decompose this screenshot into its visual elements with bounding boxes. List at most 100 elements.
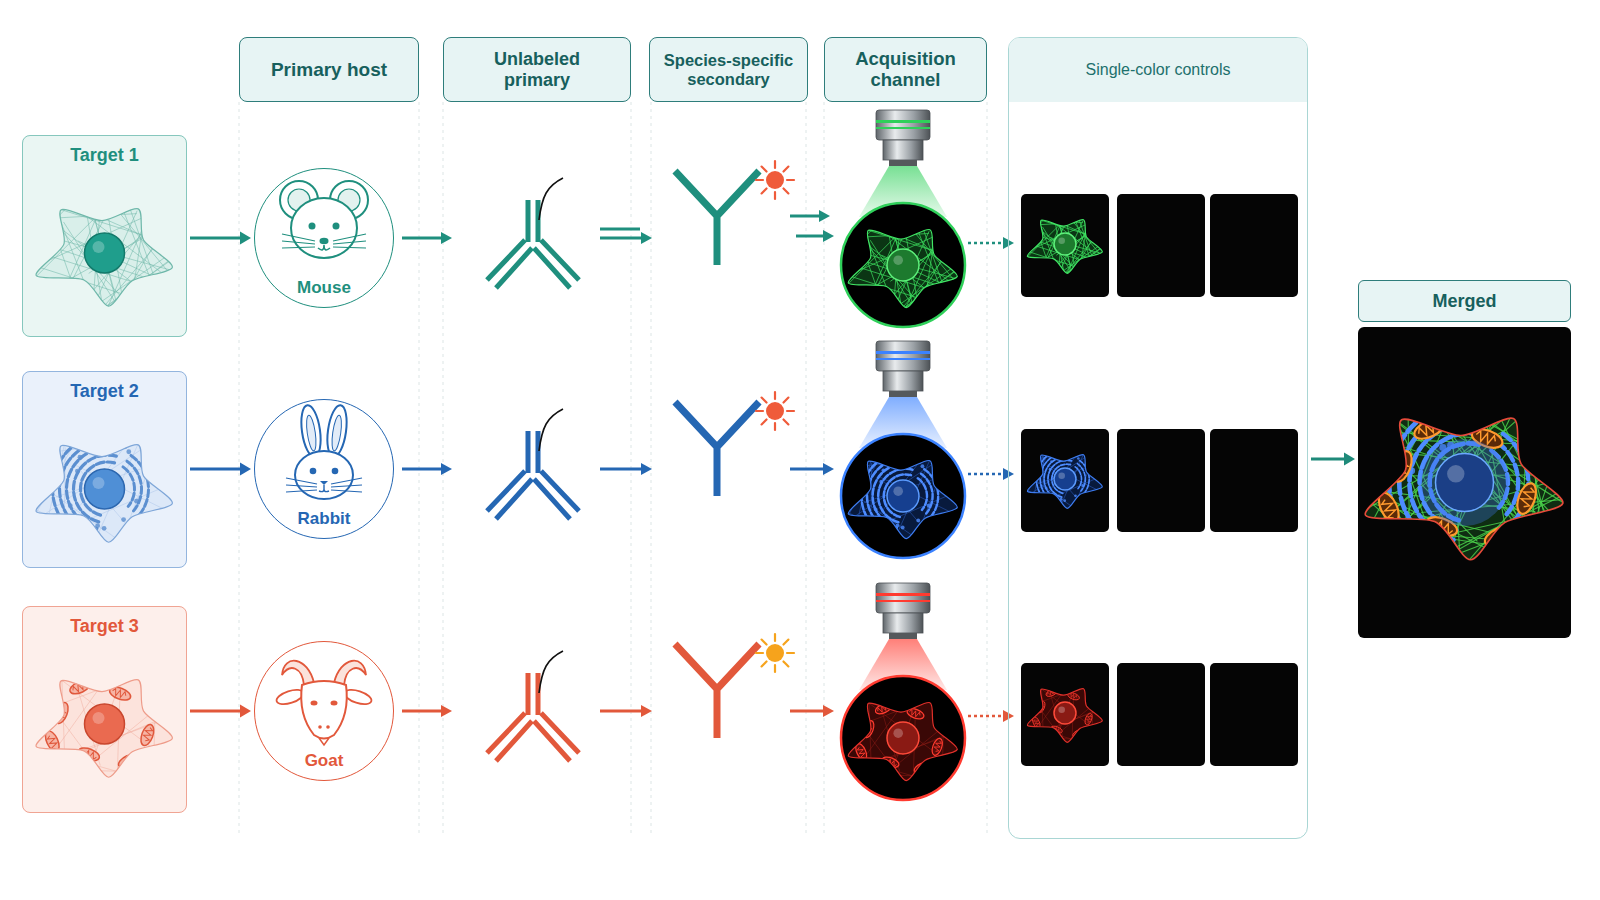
target-cell-illustration (121, 517, 126, 522)
secondary-antibody (675, 634, 794, 738)
control-thumbnail (1054, 233, 1076, 255)
microscope-objective (889, 633, 917, 639)
control-thumbnail (1075, 194, 1109, 275)
arrowhead (240, 232, 251, 245)
control-thumbnail (1021, 194, 1109, 297)
animal-icon (286, 485, 317, 487)
control-thumbnail (1021, 429, 1109, 532)
target-cell-illustration (36, 680, 172, 778)
control-thumbnail (1045, 687, 1059, 698)
target-cell-illustration (36, 680, 172, 778)
connector-line (190, 467, 241, 470)
target-cell-illustration (62, 211, 137, 375)
channel-image (848, 702, 957, 780)
flow-arrow (402, 468, 443, 471)
microscope-objective (876, 593, 930, 596)
target-cell-illustration (127, 155, 154, 333)
control-thumbnail (1081, 484, 1084, 487)
control-thumbnail (1063, 499, 1066, 502)
flow-arrow (600, 710, 643, 713)
target-cell-illustration (85, 233, 125, 273)
column-header: Unlabeled primary (443, 37, 631, 102)
microscope-objective (876, 341, 930, 371)
target-cell-illustration (0, 119, 241, 382)
control-thumbnail (1045, 687, 1059, 698)
channel-image (940, 717, 950, 730)
channel-image (841, 203, 965, 327)
channel-image (809, 405, 1006, 606)
target-label: Target 3 (70, 616, 139, 636)
target-cell-illustration (138, 723, 156, 747)
channel-image (847, 184, 949, 286)
channel-image (818, 733, 951, 789)
secondary-antibody (756, 179, 763, 181)
channel-image (906, 707, 926, 721)
secondary-antibody (783, 640, 788, 645)
target-cell-illustration (6, 436, 185, 458)
target-cell-illustration (78, 455, 83, 460)
channel-image (817, 248, 943, 319)
channel-image (874, 507, 878, 511)
microscope-objective (859, 110, 947, 217)
animal-icon (330, 415, 343, 452)
animal-icon (280, 181, 368, 258)
target-cell-illustration (20, 649, 164, 757)
target-cell-illustration (36, 445, 172, 543)
target-cell-illustration (68, 677, 93, 696)
flow-arrow (402, 237, 443, 240)
control-thumbnail (1070, 453, 1073, 456)
channel-image (879, 480, 883, 484)
control-thumbnail (1027, 738, 1109, 740)
control-thumbnail (1021, 429, 1109, 532)
arrow-connector (190, 705, 251, 718)
animal-icon (332, 468, 339, 475)
merged-image (1534, 450, 1541, 457)
secondary-antibody (774, 634, 776, 641)
arrow-connector (190, 232, 251, 245)
channel-image (862, 719, 876, 739)
flow-arrow (796, 235, 825, 238)
microscope-objective (889, 391, 917, 397)
control-thumbnail (1021, 450, 1109, 462)
host-label: Goat (305, 751, 344, 770)
animal-icon (326, 725, 330, 729)
target-cell-illustration (43, 729, 62, 754)
channel-image (862, 719, 876, 739)
control-thumbnail (1088, 697, 1099, 711)
flow-arrow (823, 230, 834, 242)
channel-image (878, 476, 1007, 540)
primary-antibody (487, 651, 579, 761)
channel-image (848, 229, 957, 307)
target-cell-illustration (0, 376, 234, 628)
control-thumbnail (1021, 429, 1109, 532)
target-cell-illustration (24, 144, 83, 314)
target-cell-illustration (150, 698, 162, 714)
column-title: Unlabeled primary (462, 49, 612, 89)
merged-image (1266, 282, 1600, 664)
flow-arrow (790, 468, 825, 471)
secondary-antibody (762, 398, 767, 403)
control-thumbnail (1086, 714, 1092, 723)
target-cell-illustration (0, 119, 241, 382)
channel-image (893, 486, 903, 496)
target-cell-illustration (71, 204, 215, 313)
control-thumbnail (1050, 460, 1053, 463)
microscope-objective (876, 600, 930, 602)
channel-image (795, 633, 996, 839)
target-cell-illustration (134, 499, 139, 504)
merged-image (1416, 370, 1571, 560)
target-cell-illustration (85, 704, 125, 744)
channel-image (909, 709, 921, 718)
target-cell-illustration (80, 470, 197, 607)
merged-image (1436, 454, 1494, 512)
channel-image (795, 686, 934, 724)
channel-image (886, 237, 1003, 320)
channel-image (921, 464, 925, 468)
channel-image (874, 701, 894, 716)
merged-image (1514, 481, 1540, 516)
merged-image (1399, 384, 1563, 587)
control-thumbnail (1210, 429, 1298, 532)
control-thumbnail (1041, 689, 1073, 766)
primary-antibody (487, 200, 579, 288)
